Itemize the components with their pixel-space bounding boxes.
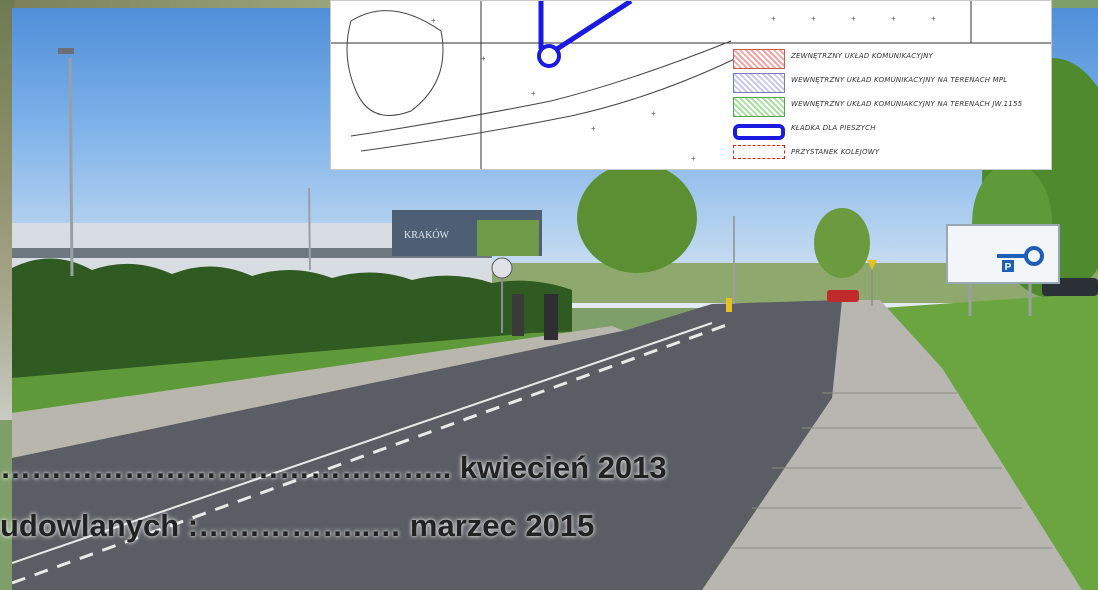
site-plan-drawing: + + + + + + + + + + + [331,1,1051,169]
building-sign: KRAKÓW [404,229,450,241]
legend-label: WEWNĘTRZNY UKŁAD KOMUNIKACYJNY NA TERENA… [791,76,1008,84]
tree [577,163,697,273]
svg-text:P: P [1005,262,1012,273]
legend-label: KŁADKA DLA PIESZYCH [791,124,876,132]
legend-item: PRZYSTANEK KOLEJOWY [733,143,1051,165]
caption-line-2: udowlanych :……………..… marzec 2015 [0,508,595,543]
legend-label: WEWNĘTRZNY UKŁAD KOMUNIAKCYJNY NA TERENA… [791,100,1023,108]
svg-text:+: + [531,89,536,98]
aerial-map-strip [0,0,14,420]
svg-text:+: + [591,124,596,133]
road-sign-icon [491,257,513,279]
street-scene: KRAKÓW [12,48,1098,590]
legend-item: WEWNĘTRZNY UKŁAD KOMUNIKACYJNY NA TERENA… [733,71,1051,93]
tree [814,208,870,278]
left-sidewalk [12,326,627,458]
legend-label: PRZYSTANEK KOLEJOWY [791,148,880,156]
svg-text:+: + [481,54,486,63]
car [827,290,859,302]
right-sidewalk [702,300,1082,590]
pedestrian-bridge [555,1,633,52]
site-plan: + + + + + + + + + + + [330,0,1052,170]
lamp-post [68,57,74,277]
paver-lines [732,392,1052,549]
legend-swatch-station [733,145,785,159]
svg-text:+: + [891,14,896,23]
lane-marking [12,322,713,564]
aerial-map-edge [0,0,330,8]
legend-swatch-green [733,97,785,117]
building-windows [12,248,492,258]
road [12,300,852,590]
caption-line-1: …………………………………….. kwiecień 2013 [0,450,667,485]
svg-text:+: + [431,16,436,25]
lamp-head [58,48,74,54]
warning-sign-icon [867,260,877,270]
legend-item: ZEWNĘTRZNY UKŁAD KOMUNIKACYJNY [733,47,1051,69]
legend-swatch-red [733,49,785,69]
svg-text:+: + [811,14,816,23]
lamp-post [308,187,311,271]
svg-text:+: + [931,14,936,23]
svg-text:+: + [771,14,776,23]
pedestrian-bridge-roundabout [537,44,561,68]
legend-item: WEWNĘTRZNY UKŁAD KOMUNIAKCYJNY NA TERENA… [733,95,1051,117]
bollard [726,298,732,312]
plan-road-edge [360,50,752,152]
lane-marking [12,321,733,585]
legend-item: KŁADKA DLA PIESZYCH [733,119,1051,141]
legend-swatch-blue [733,73,785,93]
parking-icon [1002,260,1014,272]
plan-parcel [346,10,444,116]
building-green-panel [477,220,539,256]
pedestrian [544,294,558,340]
pedestrian [512,294,524,336]
street-photo: KRAKÓW [12,8,1098,590]
svg-text:+: + [691,154,696,163]
svg-text:+: + [851,14,856,23]
hedge [12,258,572,378]
plan-road-edge [350,40,732,137]
legend-swatch-bridge [733,124,785,140]
svg-text:+: + [651,109,656,118]
legend-label: ZEWNĘTRZNY UKŁAD KOMUNIKACYJNY [791,52,934,60]
